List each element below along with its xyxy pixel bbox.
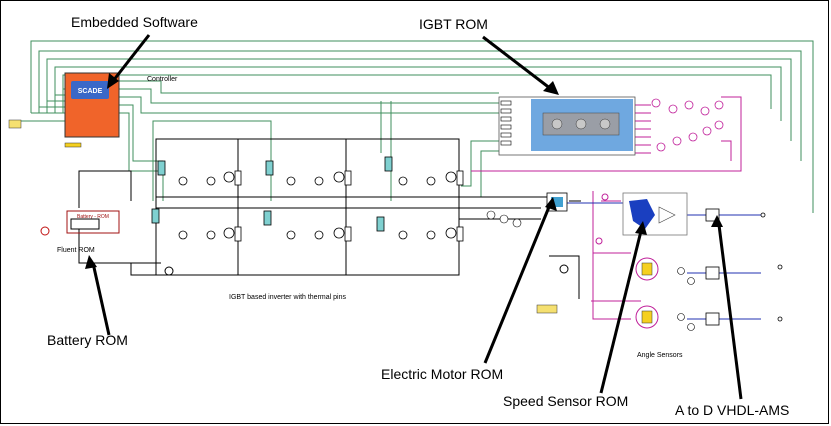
callout-speed-sensor-rom: Speed Sensor ROM	[503, 393, 628, 409]
ground-sensor-icon	[164, 266, 174, 276]
battery-block-label: Battery - ROM	[77, 214, 109, 220]
adc-2	[705, 266, 720, 280]
temperature-port-icon	[40, 226, 50, 236]
battery-rom-block[interactable]: Battery - ROM Fluent ROM	[40, 210, 174, 276]
electric-motor-rom-block[interactable]	[486, 192, 609, 314]
inverter-leg-5	[263, 210, 352, 242]
speed-sensor-rom-block[interactable]	[622, 192, 688, 236]
scade-label: SCADE	[78, 88, 103, 95]
callout-embedded-software: Embedded Software	[71, 14, 198, 30]
adc-3	[705, 312, 720, 326]
green-signal-wires	[9, 40, 814, 213]
battery-block-frame	[66, 210, 120, 234]
fluent-rom-label: Fluent ROM	[57, 247, 95, 254]
input-port	[8, 119, 22, 129]
callout-arrows	[91, 34, 743, 400]
inverter-leg-6	[376, 216, 464, 242]
callout-arrowheads	[85, 73, 723, 269]
battery-cell	[70, 218, 100, 230]
load-torque-icon	[559, 264, 569, 274]
controller-label: Controller	[147, 76, 178, 83]
scade-logo	[71, 81, 109, 99]
inverter-leg-2	[265, 160, 352, 186]
inverter-leg-1	[157, 160, 242, 186]
callout-igbt-rom: IGBT ROM	[419, 16, 488, 32]
inverter-label: IGBT based inverter with thermal pins	[229, 294, 346, 301]
motor-icon	[551, 197, 563, 207]
inverter-leg-4	[151, 208, 242, 242]
angle-sensors[interactable]: Angle Sensors	[635, 257, 695, 359]
power-wiring	[78, 138, 581, 299]
inverter-cells	[151, 156, 464, 242]
callout-a-to-d: A to D VHDL-AMS	[675, 402, 789, 418]
callout-battery-rom: Battery ROM	[47, 332, 128, 348]
thermal-sensor-icons	[651, 98, 724, 152]
speed-sensor-icon	[629, 199, 655, 229]
angle-sensors-label: Angle Sensors	[637, 352, 683, 359]
motor-temp-icon	[595, 237, 603, 245]
controller-status-indicator	[64, 142, 82, 148]
inverter-leg-3	[384, 156, 464, 186]
load-indicator	[536, 304, 558, 314]
thermal-wires	[471, 96, 742, 320]
callout-electric-motor-rom: Electric Motor ROM	[381, 366, 503, 382]
igbt-rom-block[interactable]	[498, 96, 724, 156]
